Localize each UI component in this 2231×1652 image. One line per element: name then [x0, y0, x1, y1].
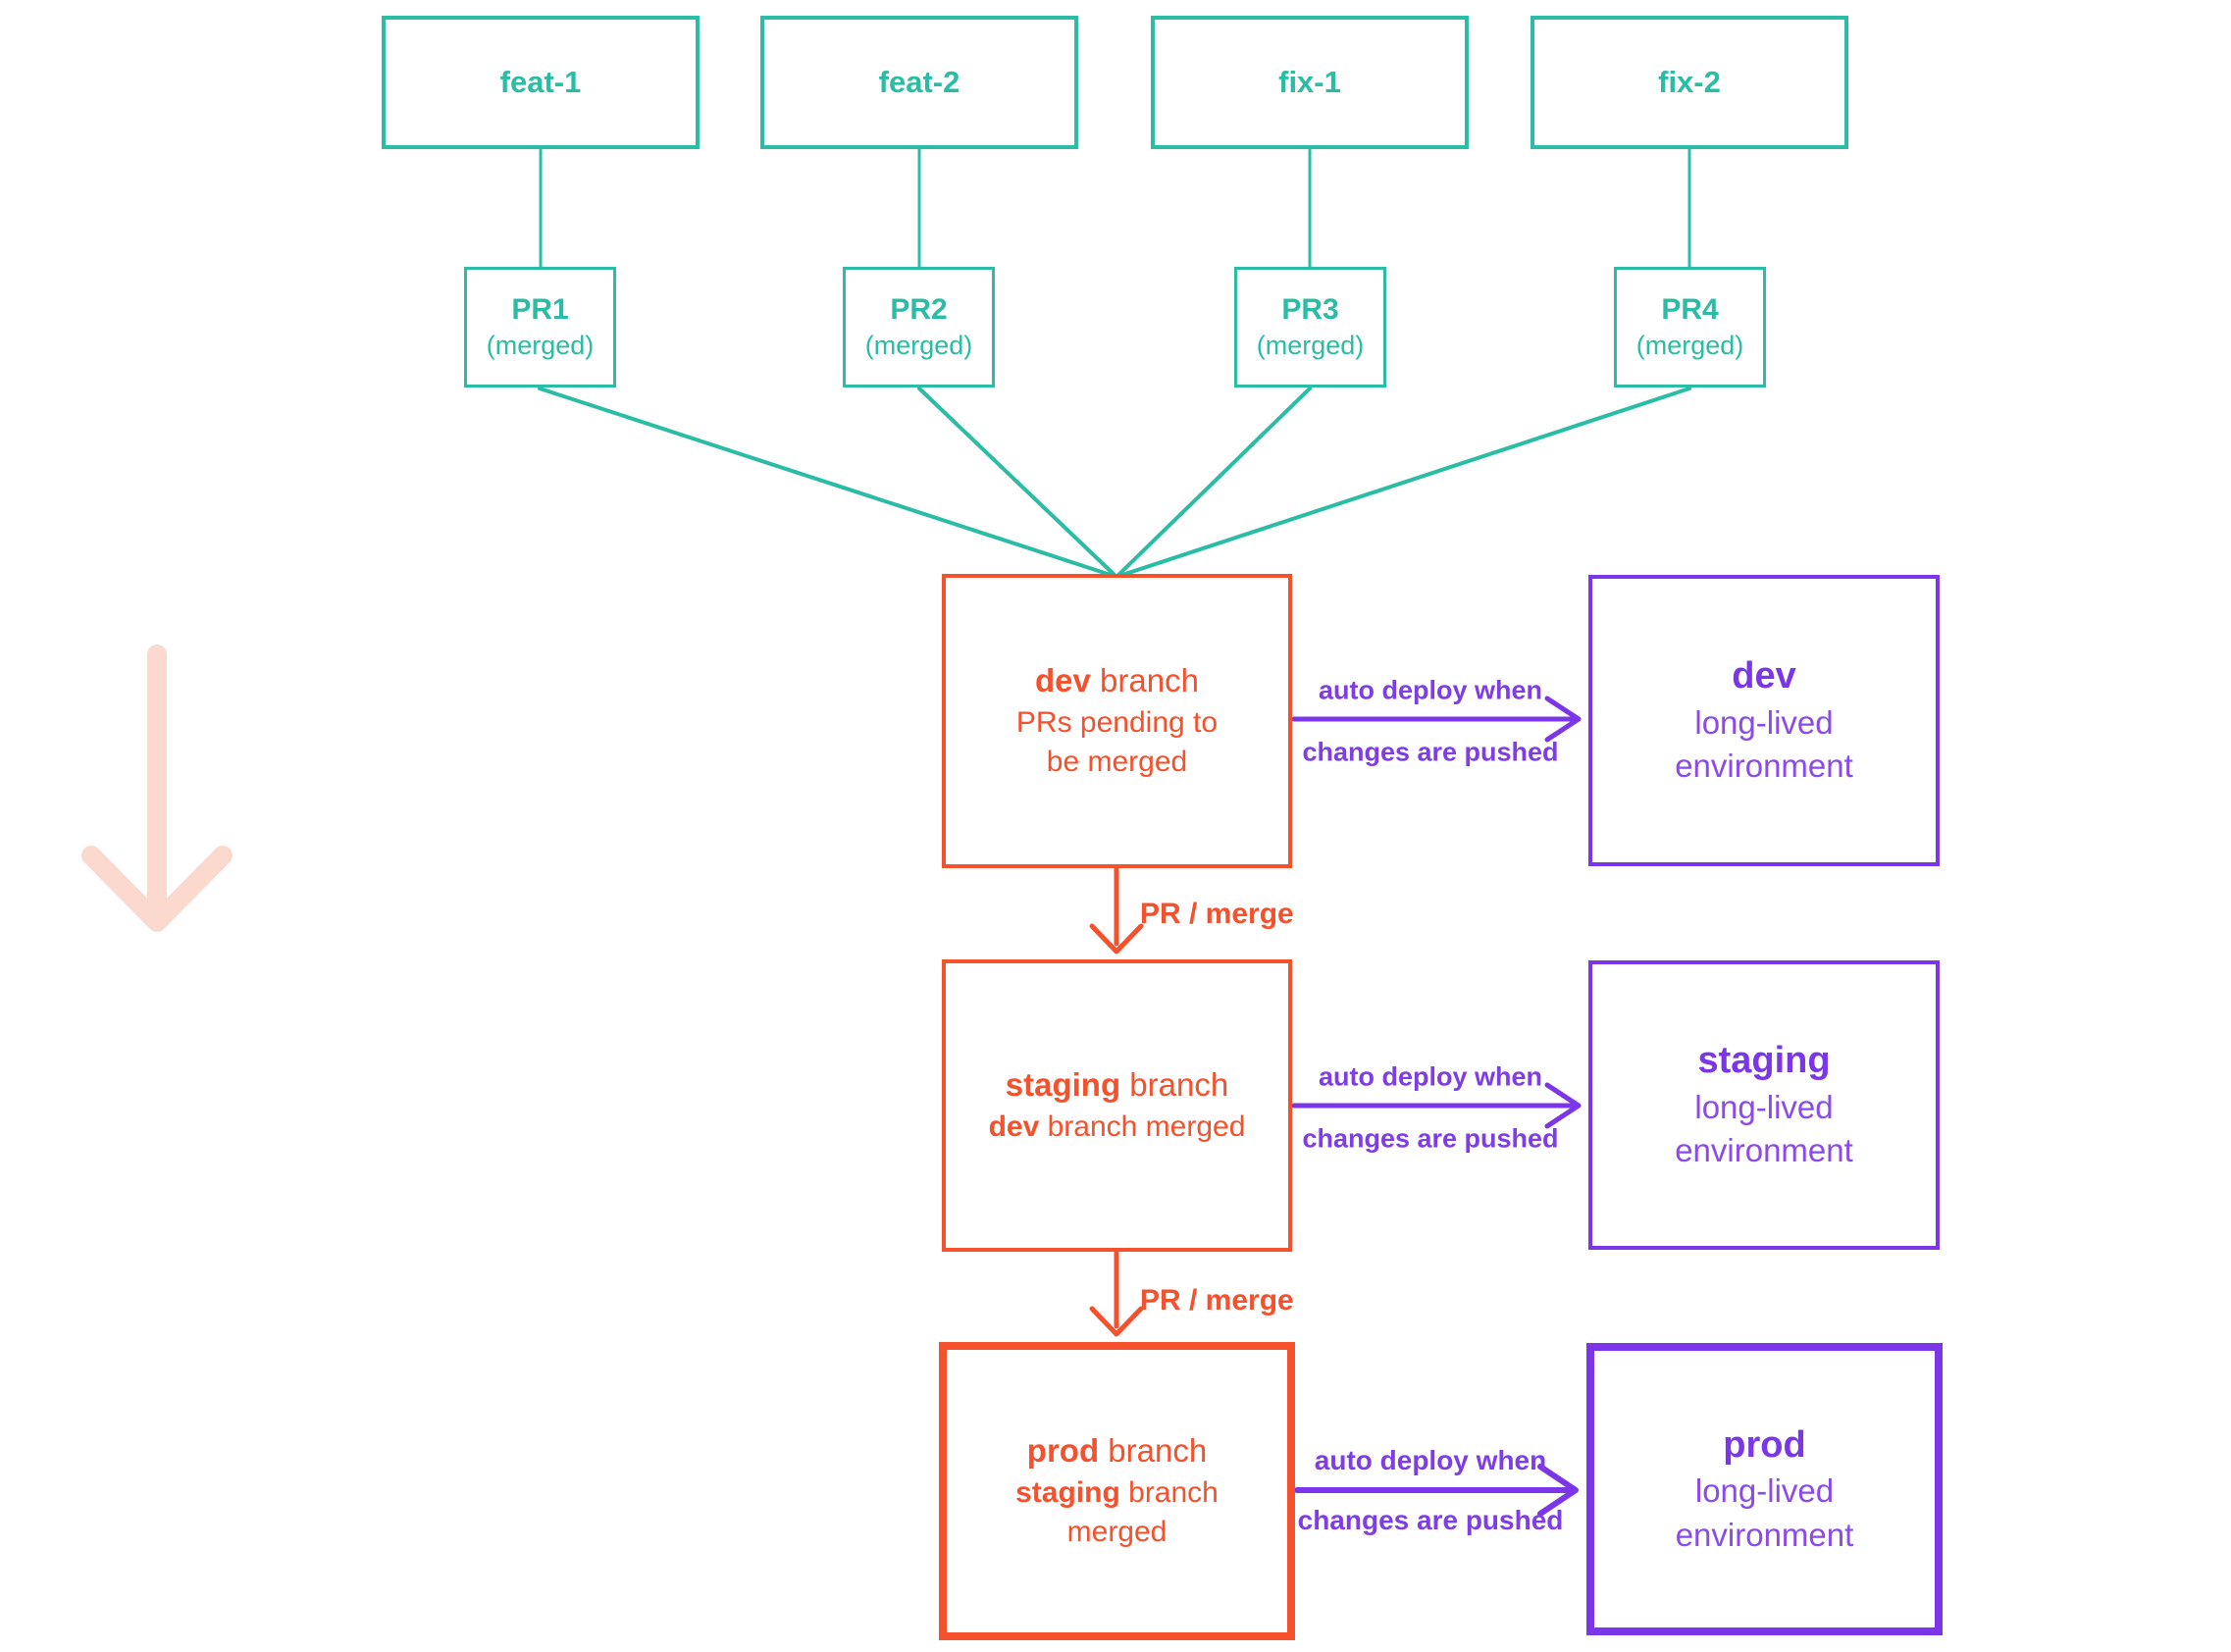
merge-arrow-dev-to-staging — [1089, 866, 1144, 955]
pr-box-1: PR1 (merged) — [464, 267, 616, 387]
branch-label: feat-1 — [499, 65, 582, 99]
pr-name: PR3 — [1281, 293, 1339, 327]
env-title: staging — [1697, 1040, 1831, 1082]
pr-to-dev-connectors — [538, 387, 1691, 579]
branch-label: feat-2 — [878, 65, 960, 99]
branch-box-feat-2: feat-2 — [760, 16, 1078, 149]
branch-box-fix-1: fix-1 — [1151, 16, 1469, 149]
pr-box-3: PR3 (merged) — [1234, 267, 1386, 387]
merge-label-dev-staging: PR / merge — [1140, 898, 1294, 930]
branch-label: fix-2 — [1658, 65, 1721, 99]
staging-environment-box: staging long-lived environment — [1588, 960, 1940, 1250]
staging-branch-subtitle: dev branch merged — [988, 1110, 1246, 1144]
branch-box-fix-2: fix-2 — [1531, 16, 1848, 149]
env-title: dev — [1732, 655, 1796, 697]
deploy-arrow-staging — [1291, 1082, 1582, 1129]
pr-status: (merged) — [1635, 330, 1744, 360]
prod-branch-box: prod branch staging branch merged — [939, 1342, 1295, 1640]
staging-branch-box: staging branch dev branch merged — [942, 959, 1292, 1252]
pr-box-2: PR2 (merged) — [843, 267, 995, 387]
pr-box-4: PR4 (merged) — [1614, 267, 1766, 387]
env-desc: long-lived environment — [1675, 1472, 1854, 1553]
prod-environment-box: prod long-lived environment — [1586, 1343, 1943, 1635]
staging-branch-title: staging branch — [1005, 1066, 1229, 1104]
deploy-label-prod-top: auto deploy when — [1314, 1445, 1547, 1475]
pr-status: (merged) — [486, 330, 595, 360]
deploy-label-staging-bottom: changes are pushed — [1302, 1123, 1559, 1154]
pr-name: PR1 — [511, 293, 569, 327]
env-title: prod — [1723, 1423, 1806, 1466]
deploy-label-dev-top: auto deploy when — [1318, 675, 1543, 705]
branch-label: fix-1 — [1278, 65, 1341, 99]
flow-direction-arrow-icon — [81, 645, 233, 932]
deploy-label-dev-bottom: changes are pushed — [1302, 737, 1559, 767]
env-desc: long-lived environment — [1675, 1088, 1853, 1169]
env-desc: long-lived environment — [1675, 703, 1853, 785]
branch-box-feat-1: feat-1 — [382, 16, 700, 149]
prod-branch-title: prod branch — [1026, 1432, 1208, 1470]
dev-branch-subtitle: PRs pending to be merged — [1015, 705, 1219, 779]
pr-status: (merged) — [1256, 330, 1365, 360]
deploy-arrow-prod — [1294, 1464, 1579, 1517]
dev-branch-title: dev branch — [1035, 662, 1199, 699]
pr-name: PR4 — [1661, 293, 1719, 327]
dev-branch-box: dev branch PRs pending to be merged — [942, 574, 1292, 868]
deploy-arrow-dev — [1291, 696, 1582, 743]
prod-branch-subtitle: staging branch merged — [1015, 1475, 1219, 1549]
branch-to-pr-connectors — [539, 149, 1691, 268]
dev-environment-box: dev long-lived environment — [1588, 575, 1940, 866]
deploy-label-staging-top: auto deploy when — [1318, 1061, 1543, 1092]
pr-name: PR2 — [890, 293, 948, 327]
deploy-label-prod-bottom: changes are pushed — [1297, 1505, 1564, 1535]
merge-arrow-staging-to-prod — [1089, 1250, 1144, 1337]
merge-label-staging-prod: PR / merge — [1140, 1284, 1294, 1316]
pr-status: (merged) — [864, 330, 973, 360]
